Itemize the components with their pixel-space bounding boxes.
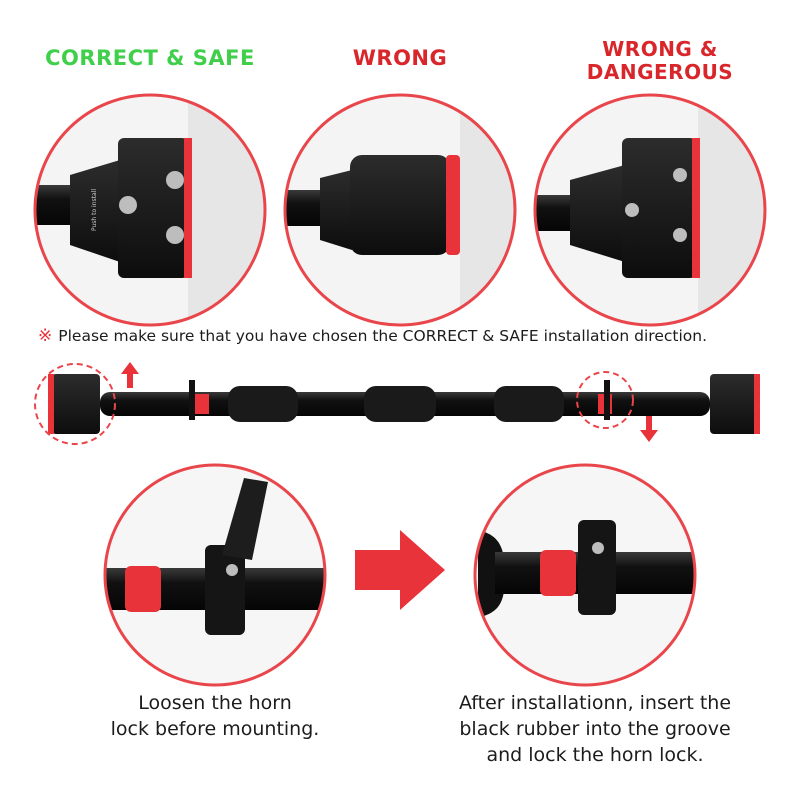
loosen-caption-line2: lock before mounting. bbox=[110, 718, 320, 740]
device-label-text: Push to install bbox=[91, 189, 98, 231]
dangerous-circle-border bbox=[533, 93, 767, 327]
install-caption-line2: black rubber into the groove bbox=[459, 718, 731, 740]
locked-circle-border bbox=[473, 463, 697, 687]
wrong-circle-border bbox=[283, 93, 517, 327]
notice-text: Please make sure that you have chosen th… bbox=[58, 327, 707, 345]
correct-example-circle: Push to install bbox=[35, 95, 265, 325]
wrong-label: WRONG bbox=[352, 46, 448, 70]
locked-detail-circle bbox=[475, 465, 695, 685]
install-caption-line3: and lock the horn lock. bbox=[486, 744, 704, 766]
loosen-circle-border bbox=[103, 463, 327, 687]
wrong-dangerous-label: WRONG & DANGEROUS bbox=[555, 38, 765, 84]
correct-safe-label: CORRECT & SAFE bbox=[45, 46, 255, 70]
wrong-dangerous-line1: WRONG & bbox=[602, 37, 718, 61]
correct-circle-border bbox=[33, 93, 267, 327]
loosen-caption: Loosen the horn lock before mounting. bbox=[85, 690, 345, 742]
loosen-caption-line1: Loosen the horn bbox=[138, 692, 292, 714]
install-caption-line1: After installationn, insert the bbox=[458, 692, 732, 714]
highlight-right-lock bbox=[576, 371, 634, 429]
right-arrow-icon bbox=[355, 530, 445, 610]
wrong-dangerous-line2: DANGEROUS bbox=[586, 60, 734, 84]
notice-symbol: ※ bbox=[38, 326, 53, 346]
loosen-lock-detail-circle bbox=[105, 465, 325, 685]
dangerous-example-circle bbox=[535, 95, 765, 325]
down-arrow-icon bbox=[640, 416, 658, 442]
install-caption: After installationn, insert the black ru… bbox=[430, 690, 760, 768]
wrong-example-circle bbox=[285, 95, 515, 325]
pullup-bar-overview bbox=[34, 362, 760, 445]
up-arrow-icon bbox=[121, 362, 139, 388]
installation-notice: ※ Please make sure that you have chosen t… bbox=[38, 326, 778, 346]
highlight-left-end bbox=[34, 363, 116, 445]
